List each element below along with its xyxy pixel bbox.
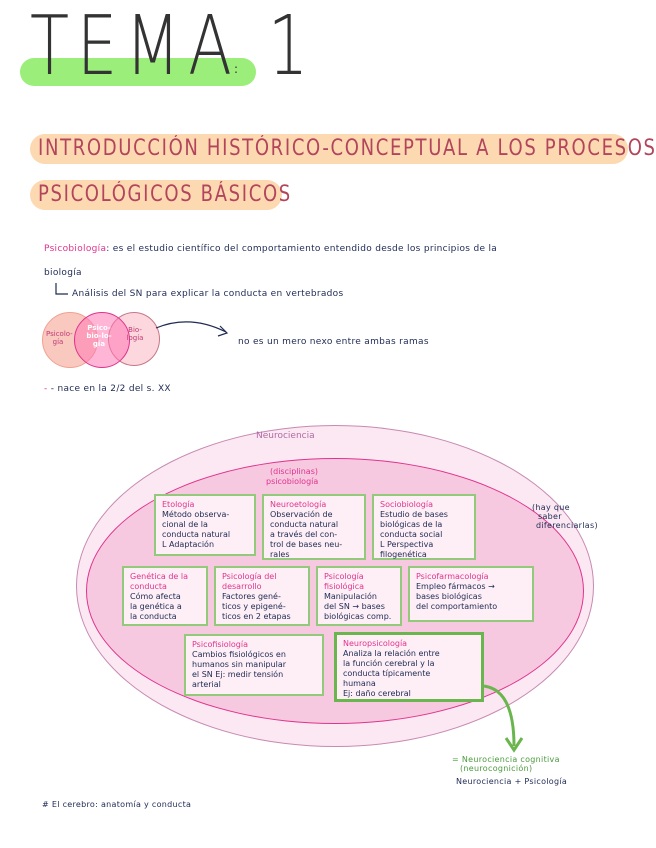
subtitle-highlight-1	[30, 134, 628, 164]
inner-label-2: psicobiología	[266, 477, 319, 486]
neurociencia-label: Neurociencia	[256, 431, 315, 441]
definition-term: Psicobiología	[44, 244, 107, 254]
box-psicofisiologia: Psicofisiología Cambios fisiológicos en …	[184, 634, 324, 696]
box-genetica-conducta: Genética de la conducta Cómo afecta la g…	[122, 566, 208, 626]
venn-note: no es un mero nexo entre ambas ramas	[238, 337, 429, 347]
box-neuroetologia: Neuroetología Observación de conducta na…	[262, 494, 366, 560]
subtitle-line-2: PSICOLÓGICOS BÁSICOS	[38, 182, 292, 207]
footer-note: # El cerebro: anatomía y conducta	[42, 800, 192, 809]
box-psicofarmacologia: Psicofarmacología Empleo fármacos → base…	[408, 566, 534, 622]
venn-label-middle: Psico-bio-lo-gía	[86, 324, 112, 348]
origin-note: - - nace en la 2/2 del s. XX	[44, 384, 171, 394]
title-colon: :	[234, 62, 239, 76]
neuropsicologia-arrow-icon	[483, 684, 524, 753]
definition-text: : es el estudio científico del comportam…	[106, 244, 498, 254]
side-note-2: saber	[538, 512, 562, 521]
title-highlight	[20, 58, 256, 86]
box-psicologia-fisiologica: Psicología fisiológica Manipulación del …	[316, 566, 402, 626]
arrow-note-1: = Neurociencia cognitiva	[452, 755, 560, 764]
side-note-1: (hay que	[532, 503, 570, 512]
box-neuropsicologia: Neuropsicología Analiza la relación entr…	[334, 632, 484, 702]
subtitle-highlight-2	[30, 180, 282, 210]
arrow-note-3: Neurociencia + Psicología	[456, 777, 568, 786]
venn-circle-psicobiologia	[74, 312, 130, 368]
definition-continuation: biología	[44, 268, 82, 278]
box-etologia: Etología Método observa- cional de la co…	[154, 494, 256, 556]
venn-label-left: Psicolo-gía	[46, 330, 73, 346]
sub-point-bracket-icon	[55, 283, 68, 295]
box-sociobiologia: Sociobiología Estudio de bases biológica…	[372, 494, 476, 560]
side-note-3: diferenciarlas)	[536, 521, 598, 530]
subtitle-line-1: INTRODUCCIÓN HISTÓRICO-CONCEPTUAL A LOS …	[38, 136, 656, 161]
box-psicologia-desarrollo: Psicología del desarrollo Factores gené-…	[214, 566, 310, 626]
page-title: TEMA 1	[30, 0, 317, 94]
definition-line: Psicobiología: es el estudio científico …	[44, 244, 497, 254]
arrow-note-2: (neurocognición)	[460, 764, 533, 773]
venn-label-right: Bio-logía	[126, 326, 144, 342]
venn-arrow-icon	[155, 321, 229, 337]
sub-point-text: Análisis del SN para explicar la conduct…	[72, 289, 344, 299]
inner-label-1: (disciplinas)	[270, 467, 318, 476]
